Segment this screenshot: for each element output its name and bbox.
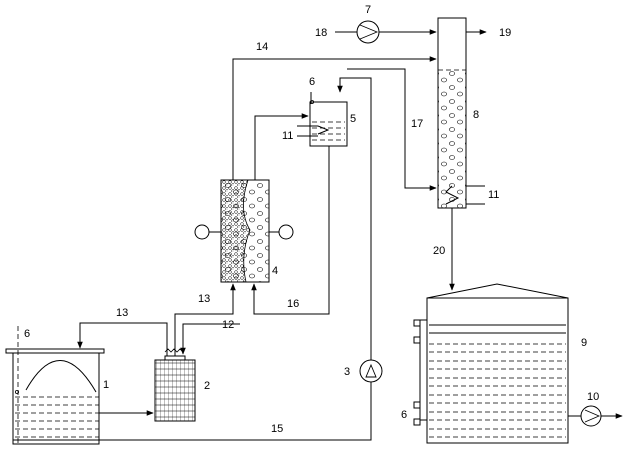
vessel-5 xyxy=(297,92,348,147)
label-2: 2 xyxy=(204,380,210,392)
label-11b: 11 xyxy=(488,189,499,201)
label-1: 1 xyxy=(103,379,109,391)
label-12: 12 xyxy=(222,319,234,331)
label-14: 14 xyxy=(256,41,268,53)
label-6a: 6 xyxy=(24,328,30,340)
membrane-module-2 xyxy=(154,348,196,422)
label-18: 18 xyxy=(315,27,327,39)
label-11a: 11 xyxy=(282,130,293,142)
label-17: 17 xyxy=(411,118,423,130)
tank-1 xyxy=(5,326,105,445)
label-13b: 13 xyxy=(198,293,210,305)
pipes xyxy=(13,29,623,441)
labels: 1 2 3 4 5 6 6 6 7 8 9 10 11 11 12 13 13 … xyxy=(24,4,599,435)
label-19: 19 xyxy=(499,27,511,39)
label-10: 10 xyxy=(587,391,599,403)
label-9: 9 xyxy=(581,337,587,349)
column-8 xyxy=(437,17,485,209)
label-8: 8 xyxy=(473,109,479,121)
label-15: 15 xyxy=(271,423,283,435)
pump-3-icon xyxy=(359,359,383,383)
reactor-4 xyxy=(194,179,294,283)
label-13a: 13 xyxy=(116,307,128,319)
label-20: 20 xyxy=(433,245,445,257)
pump-10-icon xyxy=(580,405,602,427)
label-3: 3 xyxy=(344,366,350,378)
storage-tank-9 xyxy=(413,283,569,444)
label-16: 16 xyxy=(287,298,299,310)
label-5: 5 xyxy=(350,113,356,125)
label-7: 7 xyxy=(365,4,371,16)
compressor-7-icon xyxy=(356,20,380,44)
label-4: 4 xyxy=(272,265,278,277)
label-6b: 6 xyxy=(309,76,315,88)
label-6c: 6 xyxy=(401,409,407,421)
